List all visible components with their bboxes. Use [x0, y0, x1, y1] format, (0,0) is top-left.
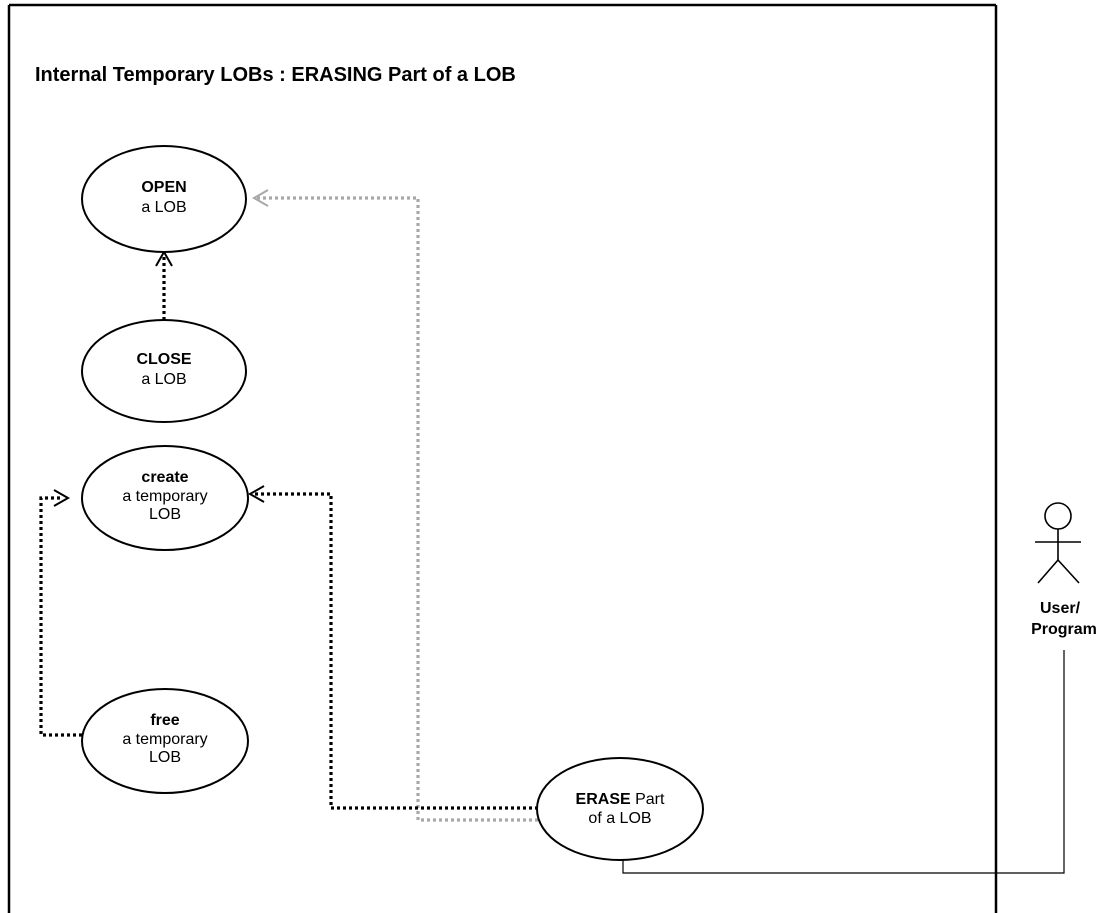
use-case-create-title: create — [141, 469, 188, 486]
use-case-close-text: a LOB — [141, 371, 186, 388]
system-boundary — [7, 3, 998, 913]
actor-label-line-1: User/ — [1040, 600, 1081, 617]
arrowhead-open-gray — [251, 189, 269, 207]
use-case-erase-title: ERASE Part — [576, 791, 665, 808]
use-case-free-text-1: a temporary — [122, 731, 207, 748]
actor-label-line-2: Program — [1031, 621, 1097, 638]
use-case-free: free a temporary LOB — [81, 688, 249, 794]
use-case-free-text-2: LOB — [149, 749, 181, 766]
diagram-title: Internal Temporary LOBs : ERASING Part o… — [35, 64, 516, 86]
dependency-erase-to-create — [252, 492, 538, 810]
use-case-close: CLOSE a LOB — [81, 319, 247, 423]
use-case-create-text-1: a temporary — [122, 488, 207, 505]
use-case-create: create a temporary LOB — [81, 445, 249, 551]
arrowhead-create-left — [53, 489, 71, 507]
use-case-close-title: CLOSE — [136, 351, 191, 368]
stick-figure-icon — [1035, 502, 1081, 584]
actor-association — [622, 650, 1065, 874]
use-case-open: OPEN a LOB — [81, 145, 247, 253]
actor-user-program: User/ Program — [1031, 502, 1097, 638]
use-case-erase: ERASE Part of a LOB — [536, 757, 704, 861]
dependency-free-to-create — [39, 496, 82, 737]
use-case-create-text-2: LOB — [149, 506, 181, 523]
arrowhead-create-right — [247, 485, 265, 503]
use-case-free-title: free — [150, 712, 179, 729]
use-case-open-text: a LOB — [141, 199, 186, 216]
use-case-open-title: OPEN — [141, 179, 186, 196]
connectors — [39, 189, 1065, 874]
use-case-erase-text: of a LOB — [588, 810, 651, 827]
dependency-erase-to-open — [256, 196, 538, 822]
